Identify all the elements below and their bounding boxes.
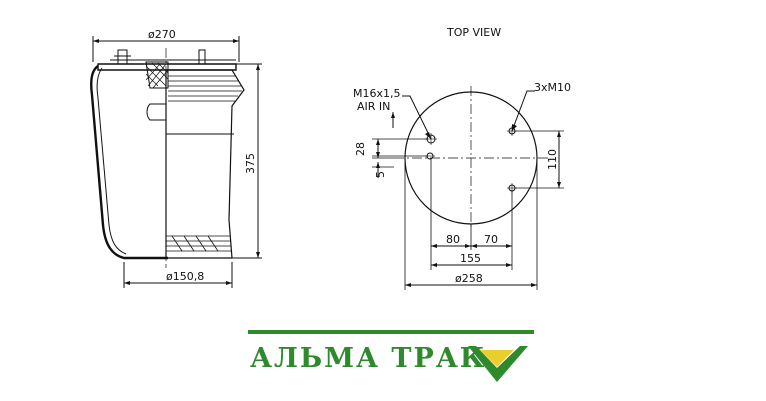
piston-body — [165, 69, 245, 259]
bead-hatch — [145, 61, 169, 89]
piston-diameter-label: ø150,8 — [166, 270, 204, 283]
dim-28-label: 28 — [354, 142, 367, 156]
bellows-contour — [90, 65, 168, 260]
studs-callout: 3xM10 — [534, 81, 571, 94]
height-label: 375 — [244, 153, 257, 174]
top-view-title: TOP VIEW — [446, 26, 501, 39]
piston-slot — [146, 103, 166, 121]
dim-110-label: 110 — [546, 149, 559, 170]
brand-name: АЛЬМА ТРАК — [250, 343, 487, 374]
dim-80-label: 80 — [446, 233, 460, 246]
stud-left — [117, 49, 128, 65]
stud-right — [198, 49, 206, 65]
chevron-check-icon — [468, 346, 528, 382]
dim-155-label: 155 — [460, 252, 481, 265]
brand-block — [248, 330, 534, 382]
dim-70-label: 70 — [484, 233, 498, 246]
top-diameter-label: ø270 — [148, 28, 176, 41]
top-plate — [97, 63, 237, 71]
side-view: ø270 — [90, 28, 262, 288]
plate-diameter-label: ø258 — [455, 272, 483, 285]
air-in-callout: AIR IN — [357, 100, 390, 113]
dim-5-label: 5 — [374, 171, 387, 178]
top-view: TOP VIEW 3xM10 M — [353, 26, 571, 290]
air-fitting-callout: M16x1,5 — [353, 87, 401, 100]
brand-rule — [248, 330, 534, 334]
